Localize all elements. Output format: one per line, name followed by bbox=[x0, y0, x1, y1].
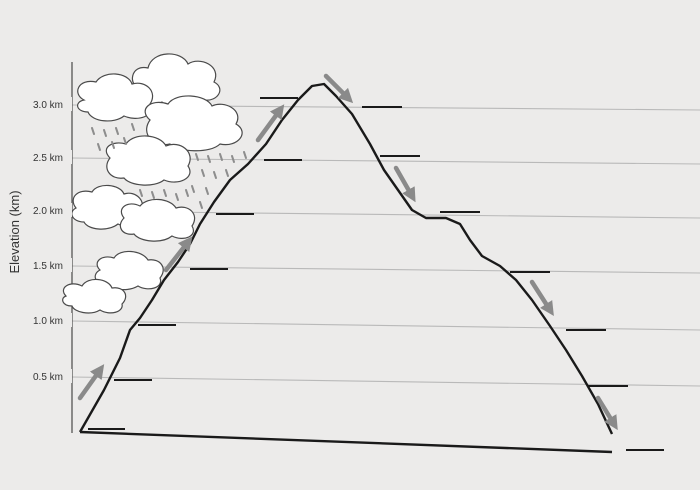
arrow-down-2 bbox=[393, 165, 416, 203]
arrow-up-2 bbox=[163, 236, 193, 273]
cloud-lower-right bbox=[119, 198, 196, 242]
arrow-down-3 bbox=[529, 279, 554, 317]
mountain-base bbox=[79, 430, 613, 454]
clouds bbox=[62, 53, 243, 314]
gridline-0-5 bbox=[71, 376, 700, 387]
cloud-lowest bbox=[62, 278, 127, 314]
mountain bbox=[78, 82, 614, 454]
answer-blanks bbox=[88, 97, 664, 451]
tick-label-2-0: 2.0 km bbox=[33, 206, 63, 217]
axis-title: Elevation (km) bbox=[7, 190, 22, 273]
arrow-down-4 bbox=[595, 395, 618, 431]
elevation-labels: 3.0 km 2.5 km 2.0 km 1.5 km 1.0 km 0.5 k… bbox=[28, 97, 72, 383]
cloud-upper-right bbox=[144, 95, 243, 152]
tick-label-0-5: 0.5 km bbox=[33, 372, 63, 383]
arrow-down-1 bbox=[323, 73, 354, 104]
rain bbox=[91, 123, 247, 209]
gridline-1-5 bbox=[71, 265, 700, 274]
tick-label-1-5: 1.5 km bbox=[33, 261, 63, 272]
arrow-up-1 bbox=[77, 364, 105, 401]
tick-label-3-0: 3.0 km bbox=[33, 100, 63, 111]
airflow-arrows bbox=[77, 73, 618, 431]
tick-label-1-0: 1.0 km bbox=[33, 316, 63, 327]
arrow-up-3 bbox=[255, 104, 285, 143]
gridline-1-0 bbox=[71, 320, 700, 331]
tick-label-2-5: 2.5 km bbox=[33, 153, 63, 164]
mountain-outline bbox=[78, 82, 614, 435]
